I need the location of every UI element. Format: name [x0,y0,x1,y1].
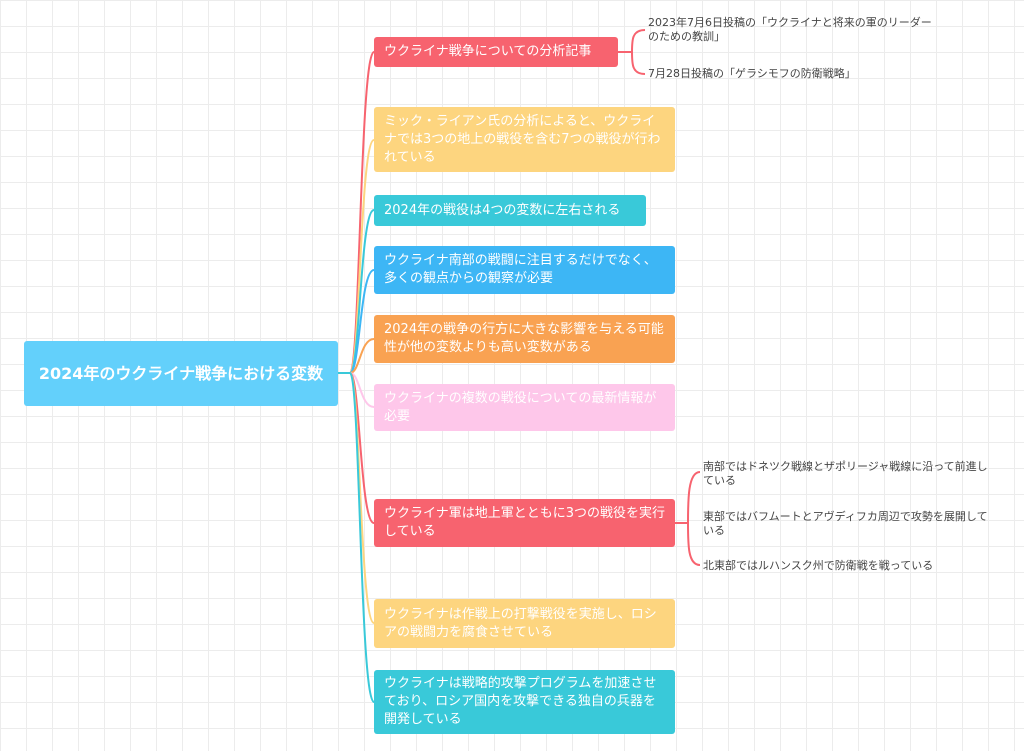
root-label: 2024年のウクライナ戦争における変数 [38,364,324,383]
branch-label: 2024年の戦争の行方に大きな影響を与える可能性が他の変数よりも高い変数がある [384,322,664,355]
branch-label: ウクライナは作戦上の打撃戦役を実施し、ロシアの戦闘力を腐食させている [384,606,657,640]
branch-node[interactable]: ウクライナ軍は地上軍とともに3つの戦役を実行している [374,499,675,547]
branch-node[interactable]: 2024年の戦争の行方に大きな影響を与える可能性が他の変数よりも高い変数がある [374,315,675,363]
leaf-node[interactable]: 北東部ではルハンスク州で防衛戦を戦っている [703,559,934,572]
branch-node[interactable]: ミック・ライアン氏の分析によると、ウクライナでは3つの地上の戦役を含む7つの戦役… [374,107,675,172]
branch-node[interactable]: ウクライナ南部の戦闘に注目するだけでなく、多くの観点からの観察が必要 [374,246,675,294]
branch-label: ミック・ライアン氏の分析によると、ウクライナでは3つの地上の戦役を含む7つの戦役… [384,113,661,165]
branch-node[interactable]: 2024年の戦役は4つの変数に左右される [374,195,646,226]
leaf-node[interactable]: 2023年7月6日投稿の「ウクライナと将来の軍のリーダーのための教訓」 [648,16,932,43]
root-node[interactable]: 2024年のウクライナ戦争における変数 [24,341,338,406]
branch-label: ウクライナ南部の戦闘に注目するだけでなく、多くの観点からの観察が必要 [384,253,657,286]
branch-label: 2024年の戦役は4つの変数に左右される [384,202,621,218]
leaf-node[interactable]: 東部ではバフムートとアヴディフカ周辺で攻勢を展開している [703,510,988,537]
leaf-node[interactable]: 7月28日投稿の「ゲラシモフの防衛戦略」 [648,67,856,80]
branch-label: ウクライナ軍は地上軍とともに3つの戦役を実行している [384,506,666,539]
branch-node[interactable]: ウクライナ戦争についての分析記事 [374,37,618,67]
branch-label: ウクライナ戦争についての分析記事 [384,44,592,59]
branch-label: ウクライナは戦略的攻撃プログラムを加速させており、ロシア国内を攻撃できる独自の兵… [384,676,657,727]
branch-node[interactable]: ウクライナは戦略的攻撃プログラムを加速させており、ロシア国内を攻撃できる独自の兵… [374,670,675,734]
branch-label: ウクライナの複数の戦役についての最新情報が必要 [384,390,657,424]
branch-node[interactable]: ウクライナは作戦上の打撃戦役を実施し、ロシアの戦闘力を腐食させている [374,599,675,648]
branch-node[interactable]: ウクライナの複数の戦役についての最新情報が必要 [374,384,675,431]
leaf-node[interactable]: 南部ではドネツク戦線とザポリージャ戦線に沿って前進している [703,460,988,487]
